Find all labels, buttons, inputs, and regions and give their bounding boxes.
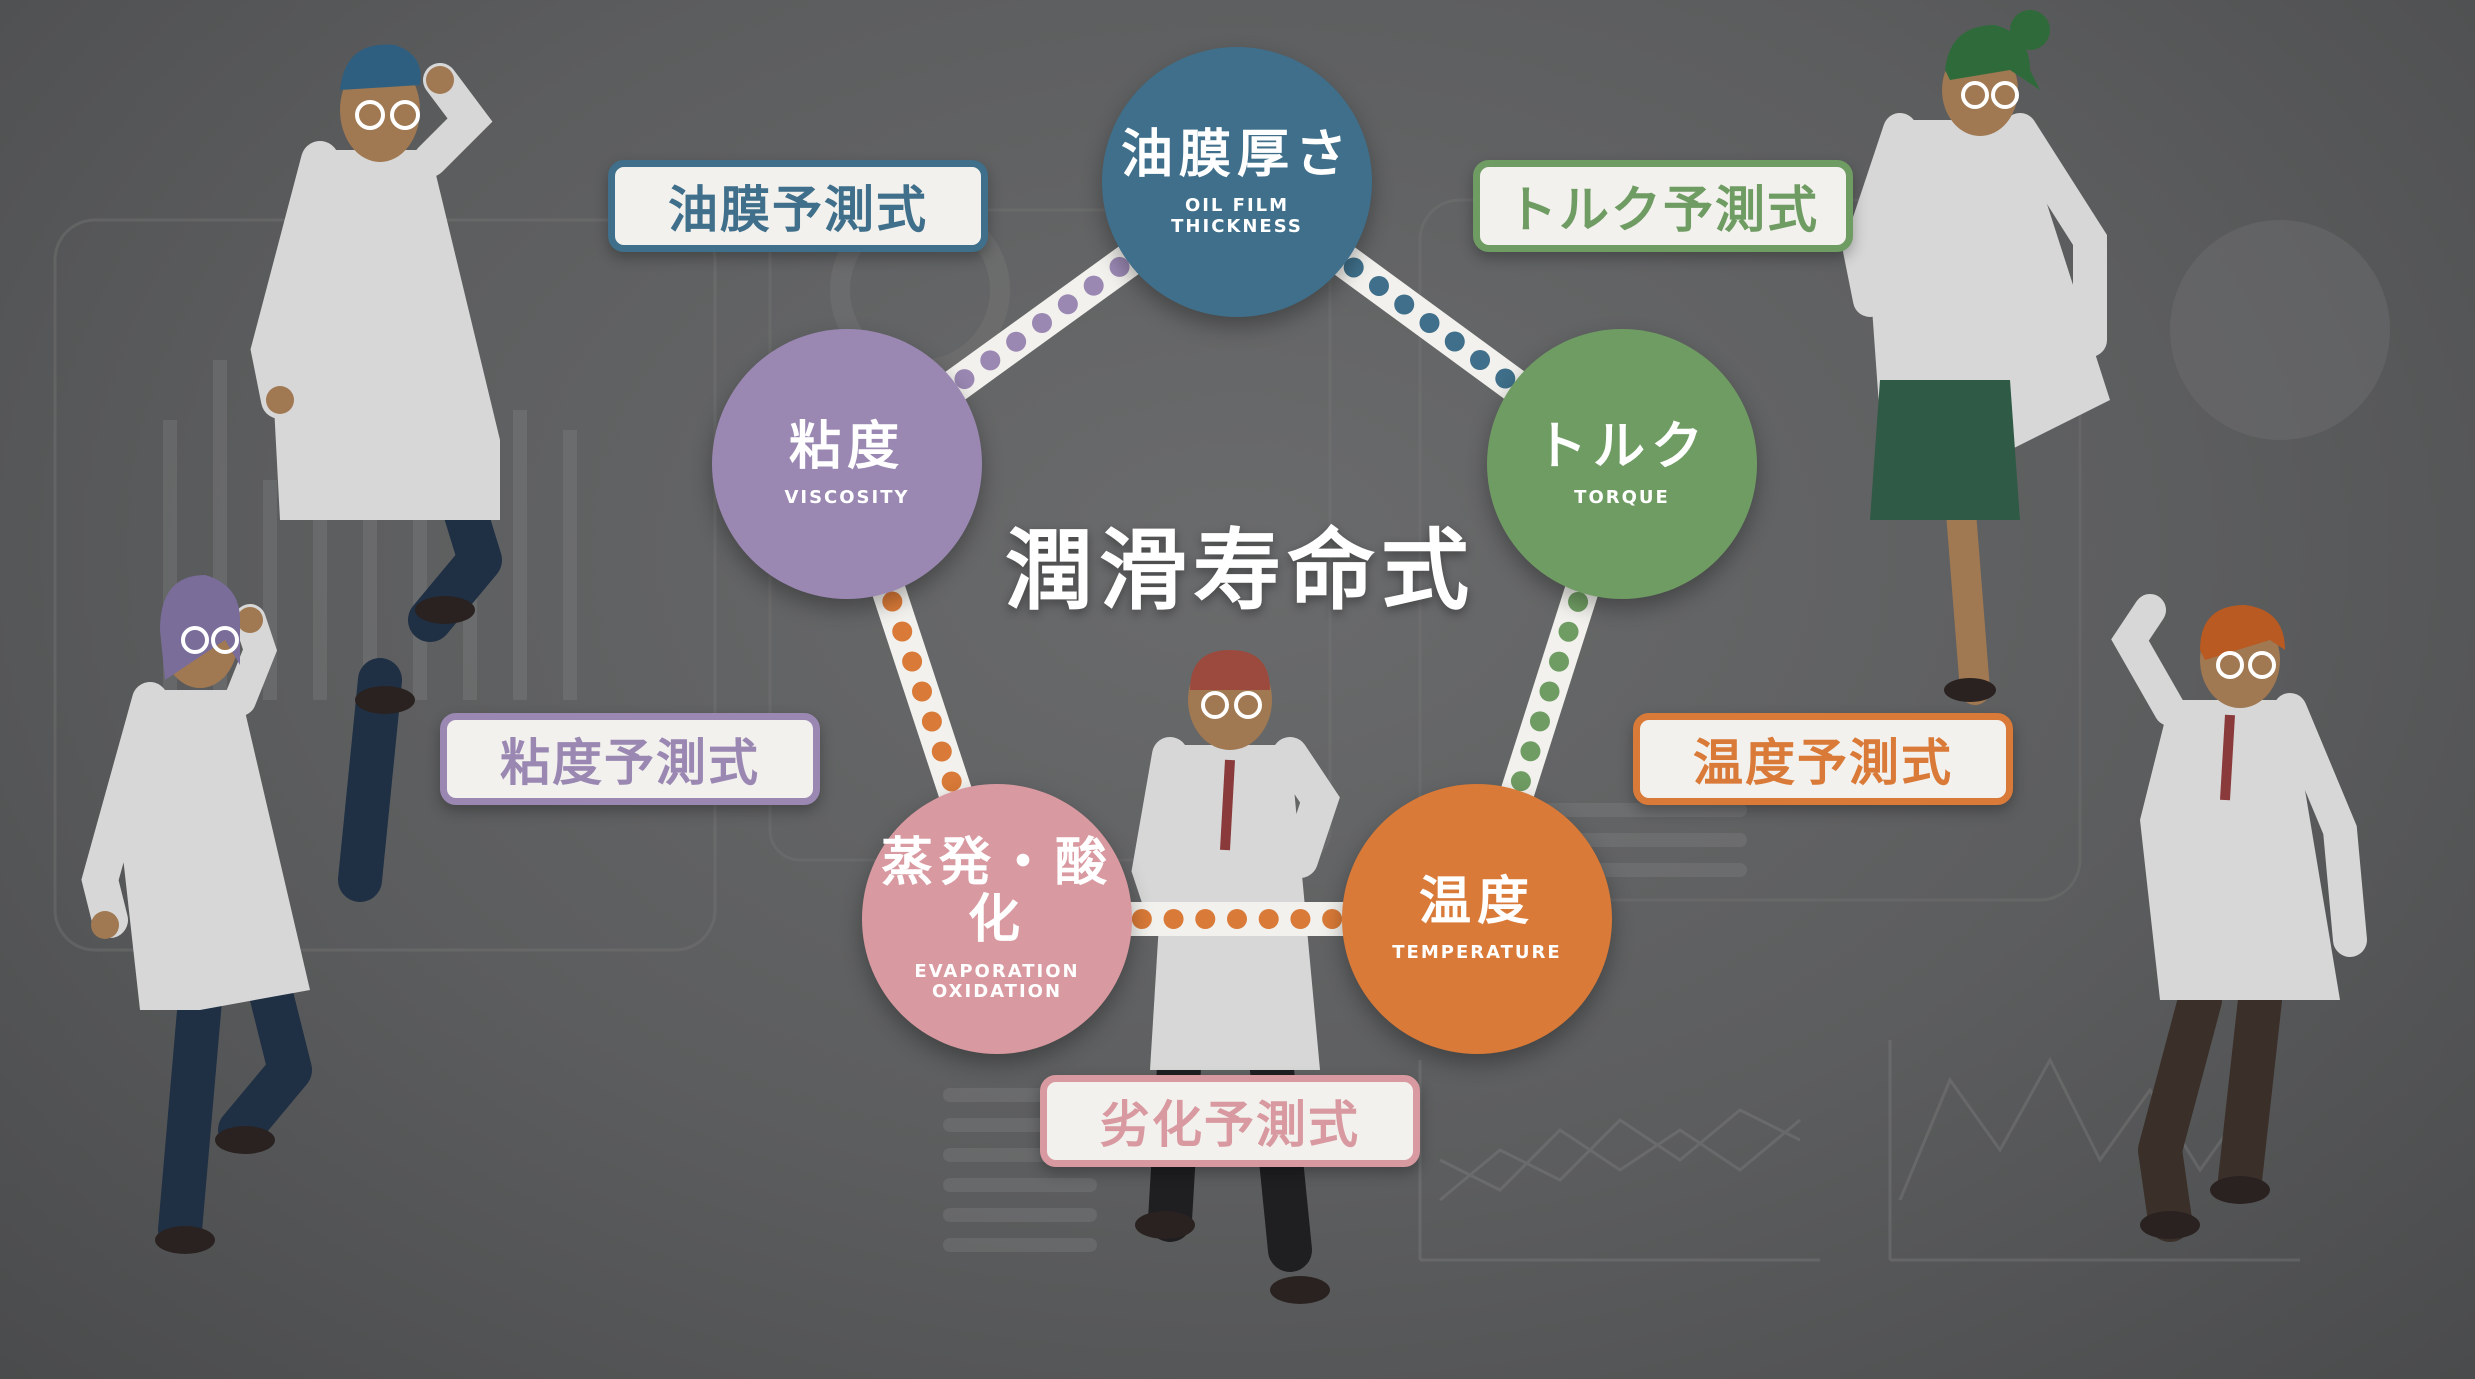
connector-dot <box>1549 651 1570 672</box>
connector-dot <box>921 711 942 732</box>
node-label-jp: 温度 <box>1418 872 1535 933</box>
connector-dot <box>1419 313 1440 333</box>
label-torque-formula: トルク予測式 <box>1473 160 1853 252</box>
connector-dot <box>1520 741 1541 762</box>
node-label-jp: 粘度 <box>788 417 905 478</box>
connector-dot <box>1394 294 1415 315</box>
scientist-figure-top-right <box>1842 10 2110 705</box>
connector-dot <box>1057 294 1078 315</box>
connector-dot <box>1195 909 1216 929</box>
node-label-en: TORQUE <box>1574 487 1670 509</box>
node-label-en: EVAPORATION OXIDATION <box>914 960 1080 1003</box>
scientist-figure-bottom-right <box>2111 594 2367 1242</box>
node-evaporation-oxidation: 蒸発・酸化 EVAPORATION OXIDATION <box>862 784 1132 1054</box>
connector-dot <box>882 591 903 612</box>
connector-dot <box>1083 275 1104 296</box>
label-oil-film-formula: 油膜予測式 <box>608 160 988 252</box>
connector-dot <box>1131 909 1152 929</box>
connector-dot <box>1109 256 1130 277</box>
connector-dot <box>1470 350 1491 371</box>
connector-dot <box>892 621 913 642</box>
connector-dot <box>941 771 962 792</box>
connector-dot <box>902 651 923 672</box>
connector-dot <box>1510 771 1531 792</box>
node-label-jp: トルク <box>1534 417 1709 478</box>
connector-dot <box>1322 909 1343 929</box>
connector-dot <box>1258 909 1279 929</box>
connector-dot <box>931 741 952 762</box>
scientist-figure-mid-left <box>81 575 312 1254</box>
center-title: 潤滑寿命式 <box>1004 519 1475 622</box>
node-label-en: VISCOSITY <box>784 487 910 509</box>
connector-dot <box>980 350 1001 371</box>
node-oil-film-thickness: 油膜厚さ OIL FILM THICKNESS <box>1102 47 1372 317</box>
node-torque: トルク TORQUE <box>1487 329 1757 599</box>
scientist-figure-top-left <box>250 44 502 902</box>
label-viscosity-formula: 粘度予測式 <box>440 713 820 805</box>
connector-dot <box>1227 909 1247 929</box>
connector-dot <box>1529 711 1550 732</box>
connector-dot <box>1444 331 1465 352</box>
node-label-jp: 蒸発・酸化 <box>880 833 1113 951</box>
node-viscosity: 粘度 VISCOSITY <box>712 329 982 599</box>
node-label-en: OIL FILM THICKNESS <box>1171 194 1303 237</box>
connector-dot <box>1368 275 1389 296</box>
connector-dot <box>1558 621 1579 642</box>
connector-dot <box>1006 331 1027 352</box>
label-degradation-formula: 劣化予測式 <box>1040 1075 1420 1167</box>
connector-dot <box>1343 257 1364 278</box>
connector-dot <box>954 369 975 390</box>
connector-dot <box>1495 368 1516 389</box>
node-label-en: TEMPERATURE <box>1392 942 1562 964</box>
connector-dot <box>1163 909 1184 929</box>
label-temperature-formula: 温度予測式 <box>1633 713 2013 805</box>
node-label-jp: 油膜厚さ <box>1120 124 1353 185</box>
connector-dot <box>1568 591 1589 612</box>
connector-dot <box>1290 909 1311 929</box>
connector-dot <box>1539 681 1560 702</box>
connector-dot <box>1032 313 1052 333</box>
connector-dot <box>912 681 932 702</box>
node-temperature: 温度 TEMPERATURE <box>1342 784 1612 1054</box>
